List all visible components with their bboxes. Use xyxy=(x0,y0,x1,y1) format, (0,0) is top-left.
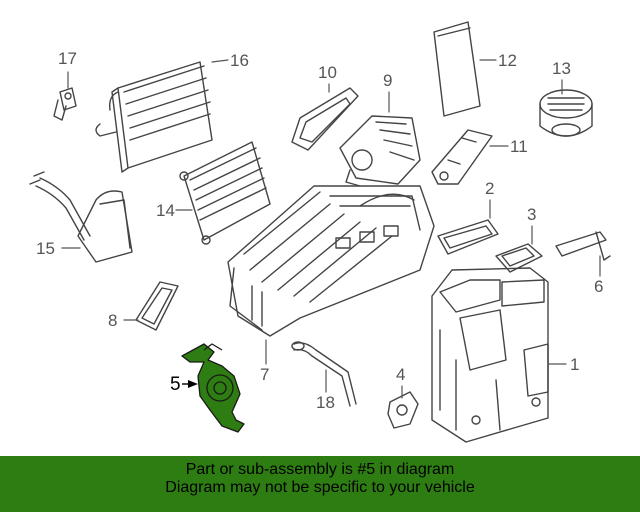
banner-line-2: Diagram may not be specific to your vehi… xyxy=(165,479,475,496)
info-banner: Part or sub-assembly is #5 in diagram Di… xyxy=(0,456,640,512)
callout-8: 8 xyxy=(108,311,118,330)
callout-1: 1 xyxy=(570,355,580,374)
part-9-blower-housing xyxy=(339,115,421,187)
callout-9: 9 xyxy=(383,71,393,90)
part-16-evaporator-core xyxy=(95,61,213,173)
exploded-parts-diagram xyxy=(29,21,611,443)
part-3-seal xyxy=(495,243,543,273)
callout-18: 18 xyxy=(316,393,335,412)
part-11-actuator xyxy=(431,129,493,185)
part-17-sensor xyxy=(53,87,77,121)
part-6-bracket xyxy=(555,231,611,261)
callout-14: 14 xyxy=(156,201,175,220)
callout-3: 3 xyxy=(527,205,537,224)
callout-16: 16 xyxy=(230,51,249,70)
callout-2: 2 xyxy=(485,179,495,198)
callout-17: 17 xyxy=(58,49,77,68)
part-13-blower-motor xyxy=(539,89,593,137)
callout-15: 15 xyxy=(36,239,55,258)
callout-13: 13 xyxy=(552,59,571,78)
callout-6: 6 xyxy=(594,277,604,296)
part-14-heater-core xyxy=(179,141,271,245)
callout-4: 4 xyxy=(396,365,406,384)
part-2-seal xyxy=(437,219,499,255)
part-5-highlighted xyxy=(181,343,245,433)
callout-11: 11 xyxy=(510,137,528,156)
part-18-drain-tube xyxy=(291,341,357,407)
part-7-hvac-case xyxy=(227,185,435,337)
part-8-seal xyxy=(135,281,179,331)
part-12-cabin-filter xyxy=(433,21,481,117)
part-10-filter-frame xyxy=(291,87,359,151)
callout-10: 10 xyxy=(318,63,337,82)
callout-7: 7 xyxy=(260,365,270,384)
part-15-heater-core-tubes xyxy=(29,171,133,263)
leader-lines xyxy=(61,59,601,399)
part-1-hvac-lower-case xyxy=(431,267,549,443)
banner-line-1: Part or sub-assembly is #5 in diagram xyxy=(185,461,455,478)
callout-5-highlighted: 5 xyxy=(170,374,181,395)
callout-12: 12 xyxy=(498,51,517,70)
part-4-actuator xyxy=(387,391,419,429)
